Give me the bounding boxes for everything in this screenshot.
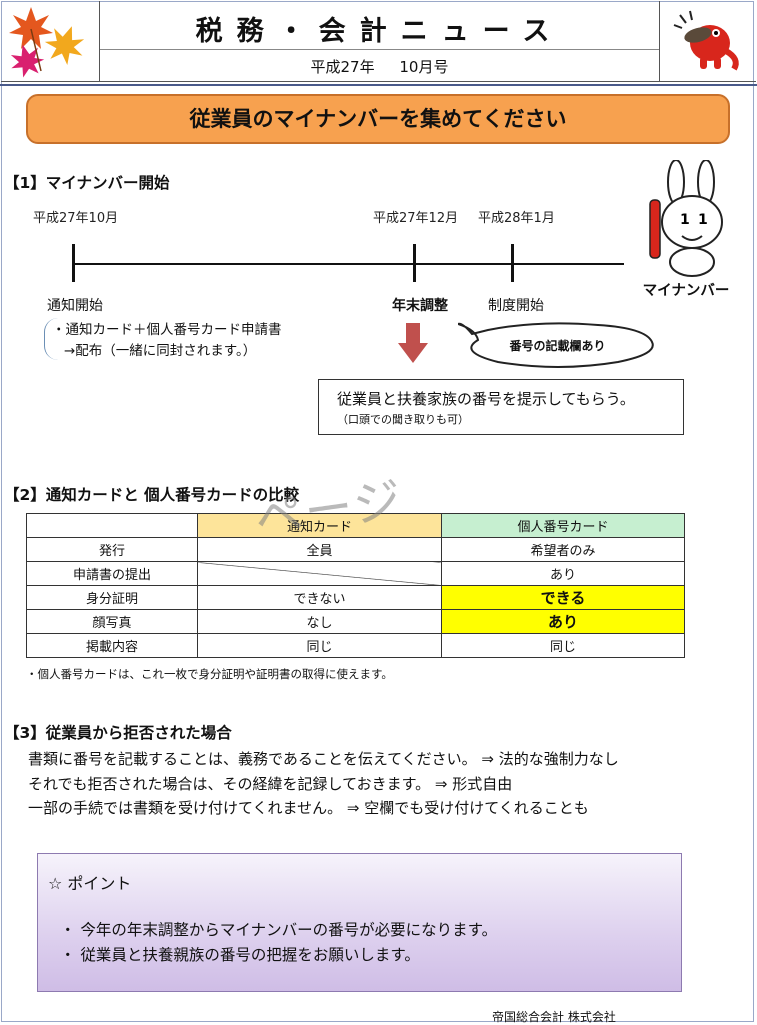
table-row: 掲載内容 同じ 同じ	[26, 633, 685, 658]
card-comparison-table: 通知カード 個人番号カード 発行 全員 希望者のみ 申請書の提出 あり 身分証明…	[26, 513, 685, 658]
refusal-line: 書類に番号を記載することは、義務であることを伝えてください。 ⇒ 法的な強制力な…	[28, 750, 619, 768]
table-cell: 身分証明	[26, 585, 198, 610]
timeline-line	[73, 263, 624, 265]
table-header-cell	[26, 513, 198, 538]
refusal-line: 一部の手続では書類を受け付けてくれません。 ⇒ 空欄でも受け付けてくれることも	[28, 799, 589, 817]
table-cell: あり	[441, 561, 685, 586]
newsletter-header: 税務・会計ニュース 平成27年 10月号	[1, 1, 756, 82]
table-cell: 顔写真	[26, 609, 198, 634]
table-cell: 同じ	[197, 633, 442, 658]
section1-heading: 【1】マイナンバー開始	[4, 174, 170, 192]
notice-detail-line2: →配布（一緒に同封されます。）	[64, 343, 257, 359]
header-rule	[0, 84, 757, 86]
year-end-adjustment-label: 年末調整	[392, 298, 448, 314]
point-item: ・ 今年の年末調整からマイナンバーの番号が必要になります。	[60, 921, 498, 939]
table-cell: 全員	[197, 537, 442, 562]
notice-detail-line1: ・通知カード＋個人番号カード申請書	[52, 322, 282, 338]
notice-bracket	[44, 318, 59, 360]
company-footer: 帝国総合会計 株式会社	[492, 1010, 616, 1024]
section2-heading: 【2】通知カードと 個人番号カードの比較	[4, 486, 300, 504]
mascot-box	[659, 1, 756, 82]
point-title: ☆ ポイント	[48, 874, 132, 893]
maple-leaves-logo	[1, 1, 100, 82]
timeline-date-december: 平成27年12月	[373, 211, 459, 226]
table-row: 申請書の提出 あり	[26, 561, 685, 586]
timeline-tick-january	[511, 244, 514, 282]
issue-label: 平成27年 10月号	[100, 56, 659, 77]
employee-number-note: 従業員と扶養家族の番号を提示してもらう。 （口頭での聞き取りも可）	[318, 379, 684, 435]
platypus-mascot-icon	[673, 10, 739, 71]
notice-start-label: 通知開始	[47, 298, 103, 314]
table-footnote: ・個人番号カードは、これ一枚で身分証明や証明書の取得に使えます。	[26, 667, 393, 681]
table-row: 顔写真 なし あり	[26, 609, 685, 634]
mascot-label: マイナンバー	[642, 283, 730, 299]
timeline-tick-december	[413, 244, 416, 282]
down-arrow-icon	[398, 323, 428, 363]
refusal-line: それでも拒否された場合は、その経緯を記録しておきます。 ⇒ 形式自由	[28, 775, 513, 793]
point-item: ・ 従業員と扶養親族の番号の把握をお願いします。	[60, 946, 420, 964]
note-line1: 従業員と扶養家族の番号を提示してもらう。	[337, 390, 635, 408]
table-header-notification-card: 通知カード	[197, 513, 442, 538]
table-cell: できない	[197, 585, 442, 610]
issue-month: 10月号	[399, 58, 449, 76]
svg-text:1: 1	[698, 212, 708, 228]
table-cell-highlight: あり	[441, 609, 685, 634]
headline-banner: 従業員のマイナンバーを集めてください	[26, 94, 730, 144]
table-cell: 同じ	[441, 633, 685, 658]
table-cell: なし	[197, 609, 442, 634]
section3-heading: 【3】従業員から拒否された場合	[4, 724, 232, 742]
maple-leaf-icon	[9, 7, 85, 78]
point-box: ☆ ポイント ・ 今年の年末調整からマイナンバーの番号が必要になります。 ・ 従…	[37, 853, 682, 992]
callout-text: 番号の記載欄あり	[509, 339, 606, 353]
timeline-tick-start	[72, 244, 75, 282]
svg-text:1: 1	[680, 212, 690, 228]
title-divider	[100, 49, 659, 50]
note-line2: （口頭での聞き取りも可）	[337, 413, 469, 426]
table-row: 身分証明 できない できる	[26, 585, 685, 610]
table-cell: 掲載内容	[26, 633, 198, 658]
table-cell: 希望者のみ	[441, 537, 685, 562]
newsletter-title: 税務・会計ニュース	[195, 16, 564, 47]
table-cell: 発行	[26, 537, 198, 562]
table-cell-not-applicable	[197, 561, 442, 586]
timeline-date-start: 平成27年10月	[33, 211, 119, 226]
mynumber-rabbit-mascot-icon: 1 1	[649, 160, 723, 277]
speech-bubble-icon	[458, 322, 654, 368]
table-header-row: 通知カード 個人番号カード	[26, 513, 685, 538]
issue-era: 平成27年	[310, 58, 375, 76]
table-row: 発行 全員 希望者のみ	[26, 537, 685, 562]
table-cell: 申請書の提出	[26, 561, 198, 586]
table-cell-highlight: できる	[441, 585, 685, 610]
title-box: 税務・会計ニュース 平成27年 10月号	[100, 1, 659, 82]
timeline-date-january: 平成28年1月	[478, 211, 555, 226]
table-header-personal-card: 個人番号カード	[441, 513, 685, 538]
system-start-label: 制度開始	[488, 298, 544, 314]
